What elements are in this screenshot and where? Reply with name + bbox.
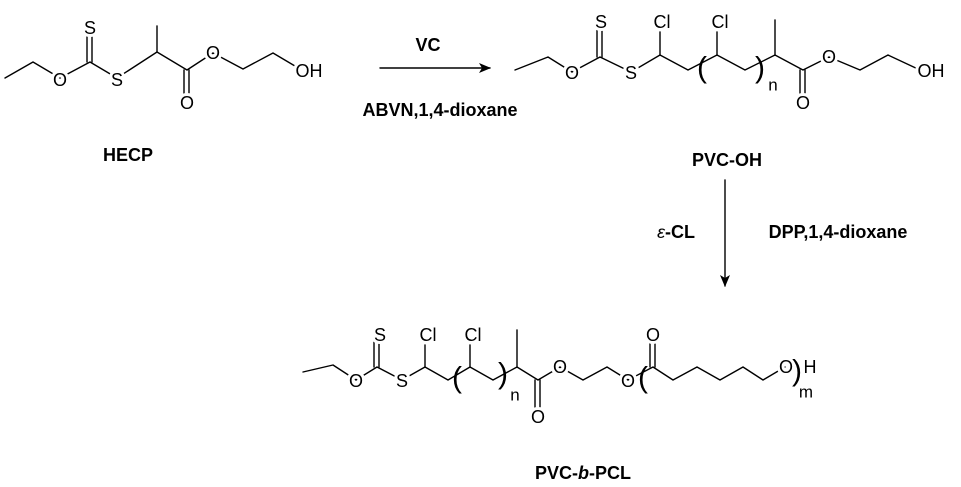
atom-oxygen: O — [206, 43, 220, 63]
atom-chlorine: Cl — [654, 12, 671, 32]
repeat-subscript: n — [768, 76, 777, 95]
conditions-label: ABVN,1,4-dioxane — [362, 100, 517, 120]
repeat-bracket-close: ) — [755, 52, 765, 85]
reaction-step-2: ε-CL DPP,1,4-dioxane — [657, 179, 908, 287]
atom-hydroxyl: OH — [918, 61, 945, 81]
pvc-b-pcl-structure: ( ) n ( ) m O S S Cl Cl O O O O O H PVC-… — [302, 322, 820, 483]
atom-sulfur: S — [84, 18, 96, 38]
reagent-label: VC — [415, 35, 440, 55]
atom-oxygen: O — [779, 357, 793, 377]
conditions-label: DPP,1,4-dioxane — [769, 222, 908, 242]
atom-oxygen: O — [553, 357, 567, 377]
atom-oxygen: O — [531, 407, 545, 427]
atom-oxygen: O — [180, 93, 194, 113]
atom-sulfur: S — [374, 325, 386, 345]
repeat-bracket-close: ) — [498, 358, 508, 391]
atom-oxygen: O — [822, 47, 836, 67]
atom-sulfur: S — [625, 63, 637, 83]
repeat-bracket-open: ( — [452, 362, 462, 395]
atom-chlorine: Cl — [712, 12, 729, 32]
atom-chlorine: Cl — [420, 325, 437, 345]
atom-hydrogen: H — [804, 357, 817, 377]
atom-sulfur: S — [396, 371, 408, 391]
atom-sulfur: S — [111, 70, 123, 90]
pvc-oh-structure: ( ) n O S S Cl Cl O O OH PVC-OH — [514, 9, 948, 170]
atom-hydroxyl: OH — [296, 61, 323, 81]
repeat-bracket-open: ( — [638, 362, 648, 395]
atom-oxygen: O — [349, 371, 363, 391]
repeat-bracket-close: ) — [792, 355, 802, 388]
atom-sulfur: S — [595, 12, 607, 32]
atom-oxygen: O — [621, 371, 635, 391]
compound-label-pvc-oh: PVC-OH — [692, 150, 762, 170]
compound-label-pvc-b-pcl: PVC-b-PCL — [535, 463, 631, 483]
hecp-structure: O S S O O OH HECP — [4, 15, 326, 165]
atom-chlorine: Cl — [465, 325, 482, 345]
atom-oxygen: O — [565, 63, 579, 83]
atom-oxygen: O — [796, 93, 810, 113]
repeat-subscript: m — [799, 383, 813, 402]
atom-oxygen: O — [646, 325, 660, 345]
reaction-step-1: VC ABVN,1,4-dioxane — [362, 35, 517, 120]
reagent-label: ε-CL — [657, 222, 695, 242]
repeat-subscript: n — [510, 386, 519, 405]
atom-oxygen: O — [53, 70, 67, 90]
repeat-bracket-open: ( — [697, 52, 707, 85]
compound-label-hecp: HECP — [103, 145, 153, 165]
